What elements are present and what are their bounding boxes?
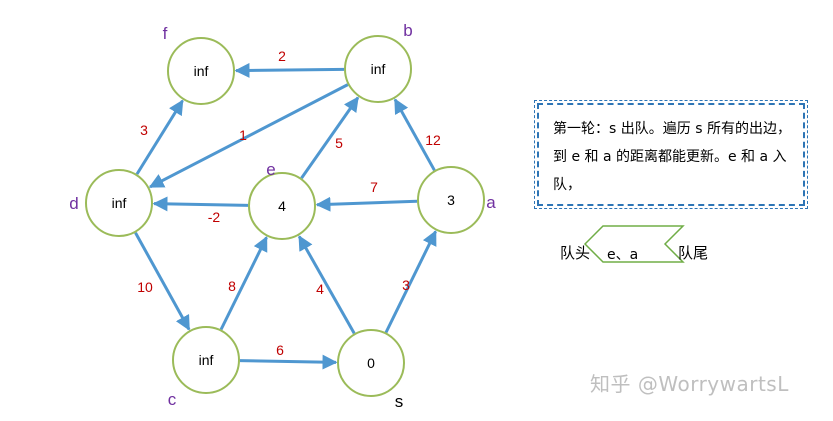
- queue-outline: [583, 225, 685, 263]
- node-value-e: 4: [278, 198, 286, 214]
- edge-s-e: [297, 235, 356, 335]
- node-circle-a: [417, 166, 485, 234]
- node-s: 0s: [337, 329, 405, 411]
- queue-tail-label: 队尾: [678, 244, 709, 262]
- edge-weight-b-f: 2: [278, 48, 286, 64]
- edge-weight-d-f: 3: [140, 122, 148, 138]
- edge-d-f: [135, 99, 184, 175]
- node-label-c: c: [168, 390, 177, 409]
- edges-layer: 2 3 1 5 12 7 -2 10 8 4 3 6: [134, 48, 441, 370]
- node-value-s: 0: [367, 355, 375, 371]
- edge-weight-a-e: 7: [370, 179, 378, 195]
- edge-a-e: [315, 196, 418, 212]
- node-label-f: f: [163, 24, 168, 43]
- edge-d-c: [134, 232, 191, 331]
- node-circle-s: [337, 329, 405, 397]
- node-value-b: inf: [371, 61, 386, 77]
- edge-weight-e-b: 5: [335, 135, 343, 151]
- edge-b-f: [234, 62, 345, 78]
- node-value-c: inf: [199, 352, 214, 368]
- node-value-a: 3: [447, 192, 455, 208]
- edge-c-e: [219, 236, 268, 331]
- edge-e-d: [152, 196, 249, 212]
- node-label-d: d: [69, 194, 78, 213]
- queue-contents: e、a: [607, 247, 639, 263]
- node-label-e: e: [266, 160, 275, 179]
- node-circle-c: [172, 326, 240, 394]
- edge-weight-b-d: 1: [239, 127, 247, 143]
- node-c: inf c: [168, 326, 240, 409]
- queue-head-label: 队头: [560, 244, 591, 262]
- edge-weight-c-e: 8: [228, 278, 236, 294]
- node-value-d: inf: [112, 195, 127, 211]
- node-e: 4e: [248, 160, 316, 240]
- note-text: 第一轮：s 出队。遍历 s 所有的出边，到 e 和 a 的距离都能更新。e 和 …: [553, 121, 791, 193]
- edge-weight-d-c: 10: [137, 279, 153, 295]
- edge-b-d: [148, 83, 349, 189]
- node-label-s: s: [395, 392, 404, 411]
- edge-a-b: [393, 98, 436, 172]
- edge-weight-e-d: -2: [208, 209, 221, 225]
- node-d: inf d: [69, 169, 153, 237]
- node-f: inf f: [163, 24, 235, 105]
- node-label-b: b: [403, 21, 412, 40]
- edge-e-b: [300, 96, 360, 180]
- edge-weight-s-e: 4: [316, 281, 324, 297]
- node-circle-d: [85, 169, 153, 237]
- explanation-note: 第一轮：s 出队。遍历 s 所有的出边，到 e 和 a 的距离都能更新。e 和 …: [534, 100, 808, 209]
- edge-weight-a-b: 12: [425, 132, 441, 148]
- edge-weight-s-a: 3: [402, 277, 410, 293]
- node-b: inf b: [344, 21, 413, 103]
- node-circle-b: [344, 35, 412, 103]
- edge-c-s: [239, 354, 338, 370]
- queue-shape: [583, 225, 685, 263]
- edge-s-a: [384, 230, 437, 334]
- node-circle-f: [167, 37, 235, 105]
- node-circle-e: [248, 172, 316, 240]
- watermark-text: 知乎 @WorrywartsL: [590, 372, 789, 396]
- edge-weight-c-s: 6: [276, 342, 284, 358]
- node-value-f: inf: [194, 63, 209, 79]
- node-label-a: a: [486, 193, 496, 212]
